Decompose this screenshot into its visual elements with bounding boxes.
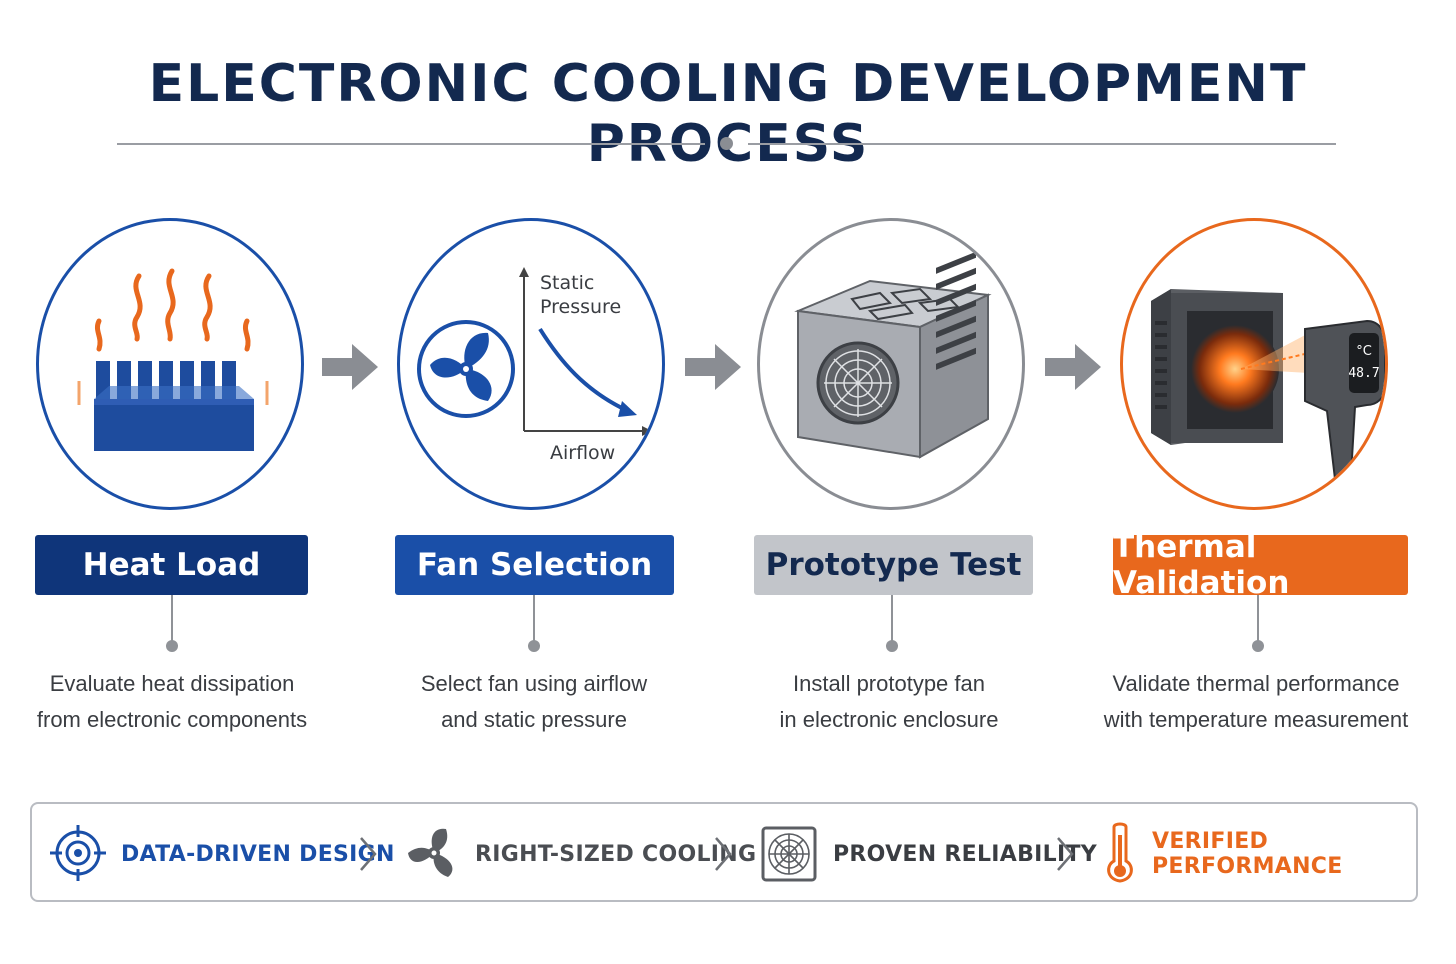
desc-line: Install prototype fan [792,671,985,696]
fan-grille-icon [761,826,817,882]
flow-arrow-3 [1045,344,1101,390]
banner-item-verified-performance: VERIFIED PERFORMANCE [1152,829,1343,879]
desc-line: in electronic enclosure [779,707,999,732]
divider-right [748,143,1336,145]
step-desc-prototype-test: Install prototype fan in electronic encl… [724,666,1054,738]
connector-dot-1 [166,640,178,652]
fan-icon [408,828,453,877]
step-desc-fan-selection: Select fan using airflow and static pres… [369,666,699,738]
chevron-right-icon [1057,837,1074,871]
target-icon [50,825,106,881]
benefits-banner [30,802,1418,902]
divider-dot [720,137,733,150]
desc-line: Select fan using airflow [420,671,648,696]
connector-dot-3 [886,640,898,652]
connector-1 [171,595,173,643]
step-label-prototype-test: Prototype Test [754,535,1033,595]
step-thermal-validation-circle: °C 48.7 [1120,218,1388,510]
chevron-right-icon [715,837,732,871]
divider-left [117,143,705,145]
banner-item-right-sized-cooling: RIGHT-SIZED COOLING [475,841,757,867]
readout-value: 48.7 [1348,366,1379,381]
connector-2 [533,595,535,643]
connector-3 [891,595,893,643]
connector-dot-2 [528,640,540,652]
chevron-right-icon [360,837,377,871]
flow-arrow-2 [685,344,741,390]
readout-unit: °C [1356,344,1372,359]
step-heat-load-circle [36,218,304,510]
thermometer-icon [1107,822,1133,883]
connector-4 [1257,595,1259,643]
step-desc-thermal-validation: Validate thermal performance with temper… [1091,666,1421,738]
flow-arrow-1 [322,344,378,390]
thermometer-gun-icon: °C 48.7 [1151,289,1385,481]
connector-dot-4 [1252,640,1264,652]
chart-y-label-2: Pressure [540,296,621,318]
step-desc-heat-load: Evaluate heat dissipation from electroni… [7,666,337,738]
desc-line: Validate thermal performance [1112,671,1400,696]
desc-line: with temperature measurement [1103,707,1409,732]
step-label-fan-selection: Fan Selection [395,535,674,595]
banner-item-proven-reliability: PROVEN RELIABILITY [833,841,1097,867]
step-fan-selection-circle: Static Pressure Airflow [397,218,665,510]
enclosure-icon [794,251,992,459]
step-label-heat-load: Heat Load [35,535,308,595]
desc-line: from electronic components [36,707,308,732]
desc-line: Evaluate heat dissipation [49,671,295,696]
desc-line: and static pressure [441,707,627,732]
chart-y-label-1: Static [540,272,594,294]
step-label-thermal-validation: Thermal Validation [1113,529,1408,601]
chart-x-label: Airflow [550,442,615,464]
fan-curve-icon: Static Pressure Airflow [417,267,652,464]
heat-sink-icon [77,268,269,451]
page-title: ELECTRONIC COOLING DEVELOPMENT PROCESS [148,54,1308,174]
banner-item-data-driven-design: DATA-DRIVEN DESIGN [121,841,395,867]
step-prototype-test-circle [757,218,1025,510]
